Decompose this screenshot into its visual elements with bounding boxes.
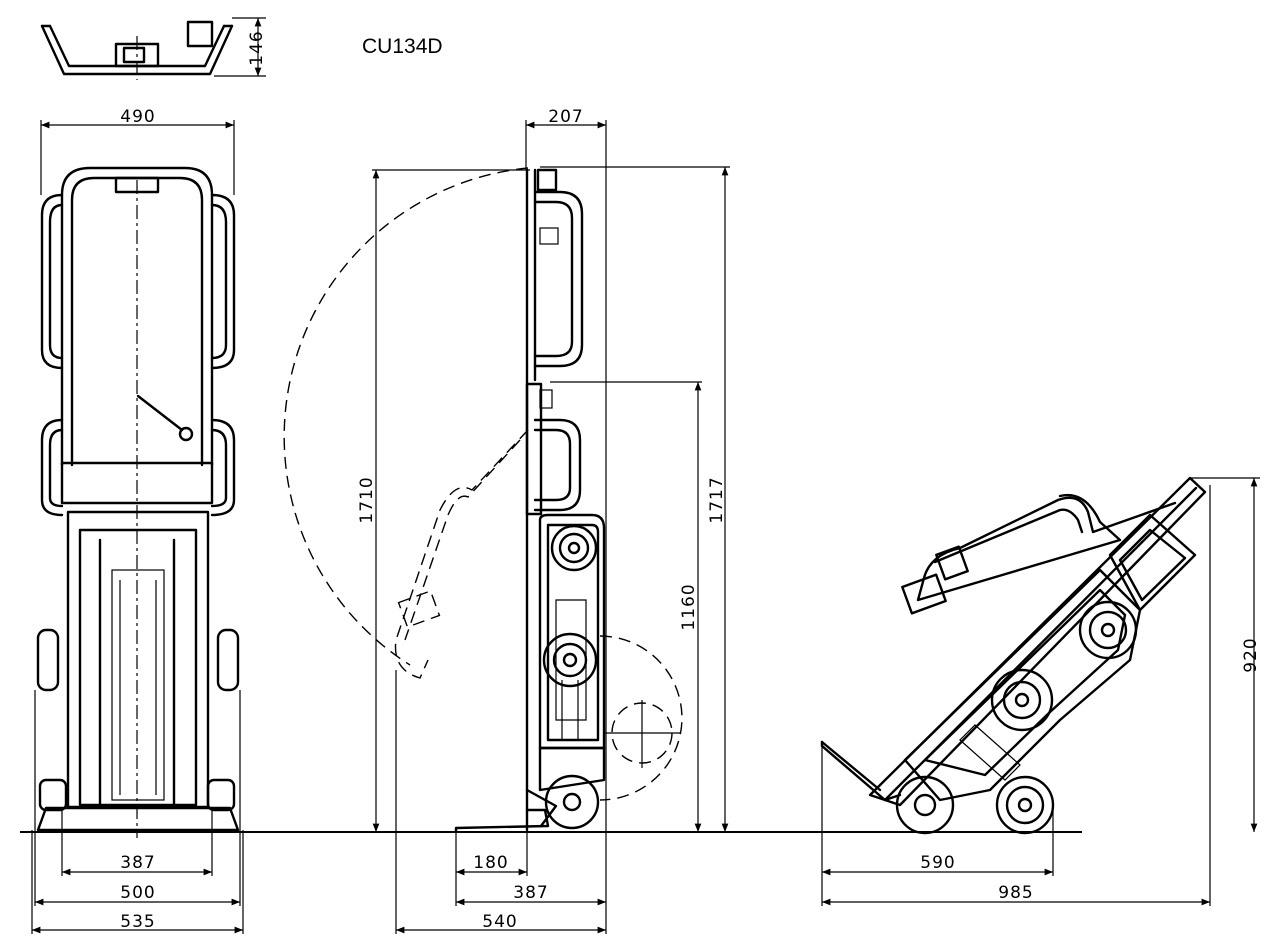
drawing-title: CU134D [362, 35, 443, 58]
dimension-side-387: 387 [513, 883, 548, 903]
dimension-side-180: 180 [473, 853, 508, 873]
dimension-front-500: 500 [120, 883, 155, 903]
dimension-top-view-depth: 146 [247, 30, 267, 65]
tilted-view [820, 476, 1260, 906]
dimension-tilted-590: 590 [920, 853, 955, 873]
front-view [31, 120, 244, 934]
dimension-side-depth: 207 [548, 107, 583, 127]
dimension-side-1160: 1160 [679, 583, 699, 630]
dimension-side-1717: 1717 [707, 476, 727, 523]
dimension-front-width: 490 [120, 107, 155, 127]
dimension-front-387: 387 [120, 853, 155, 873]
side-view [283, 120, 730, 934]
top-view [40, 17, 266, 80]
dimension-tilted-985: 985 [998, 883, 1033, 903]
dimension-tilted-height: 920 [1241, 637, 1261, 672]
dimension-front-535: 535 [120, 912, 155, 932]
dimension-side-540: 540 [482, 912, 517, 932]
dimension-side-1710: 1710 [357, 476, 377, 523]
